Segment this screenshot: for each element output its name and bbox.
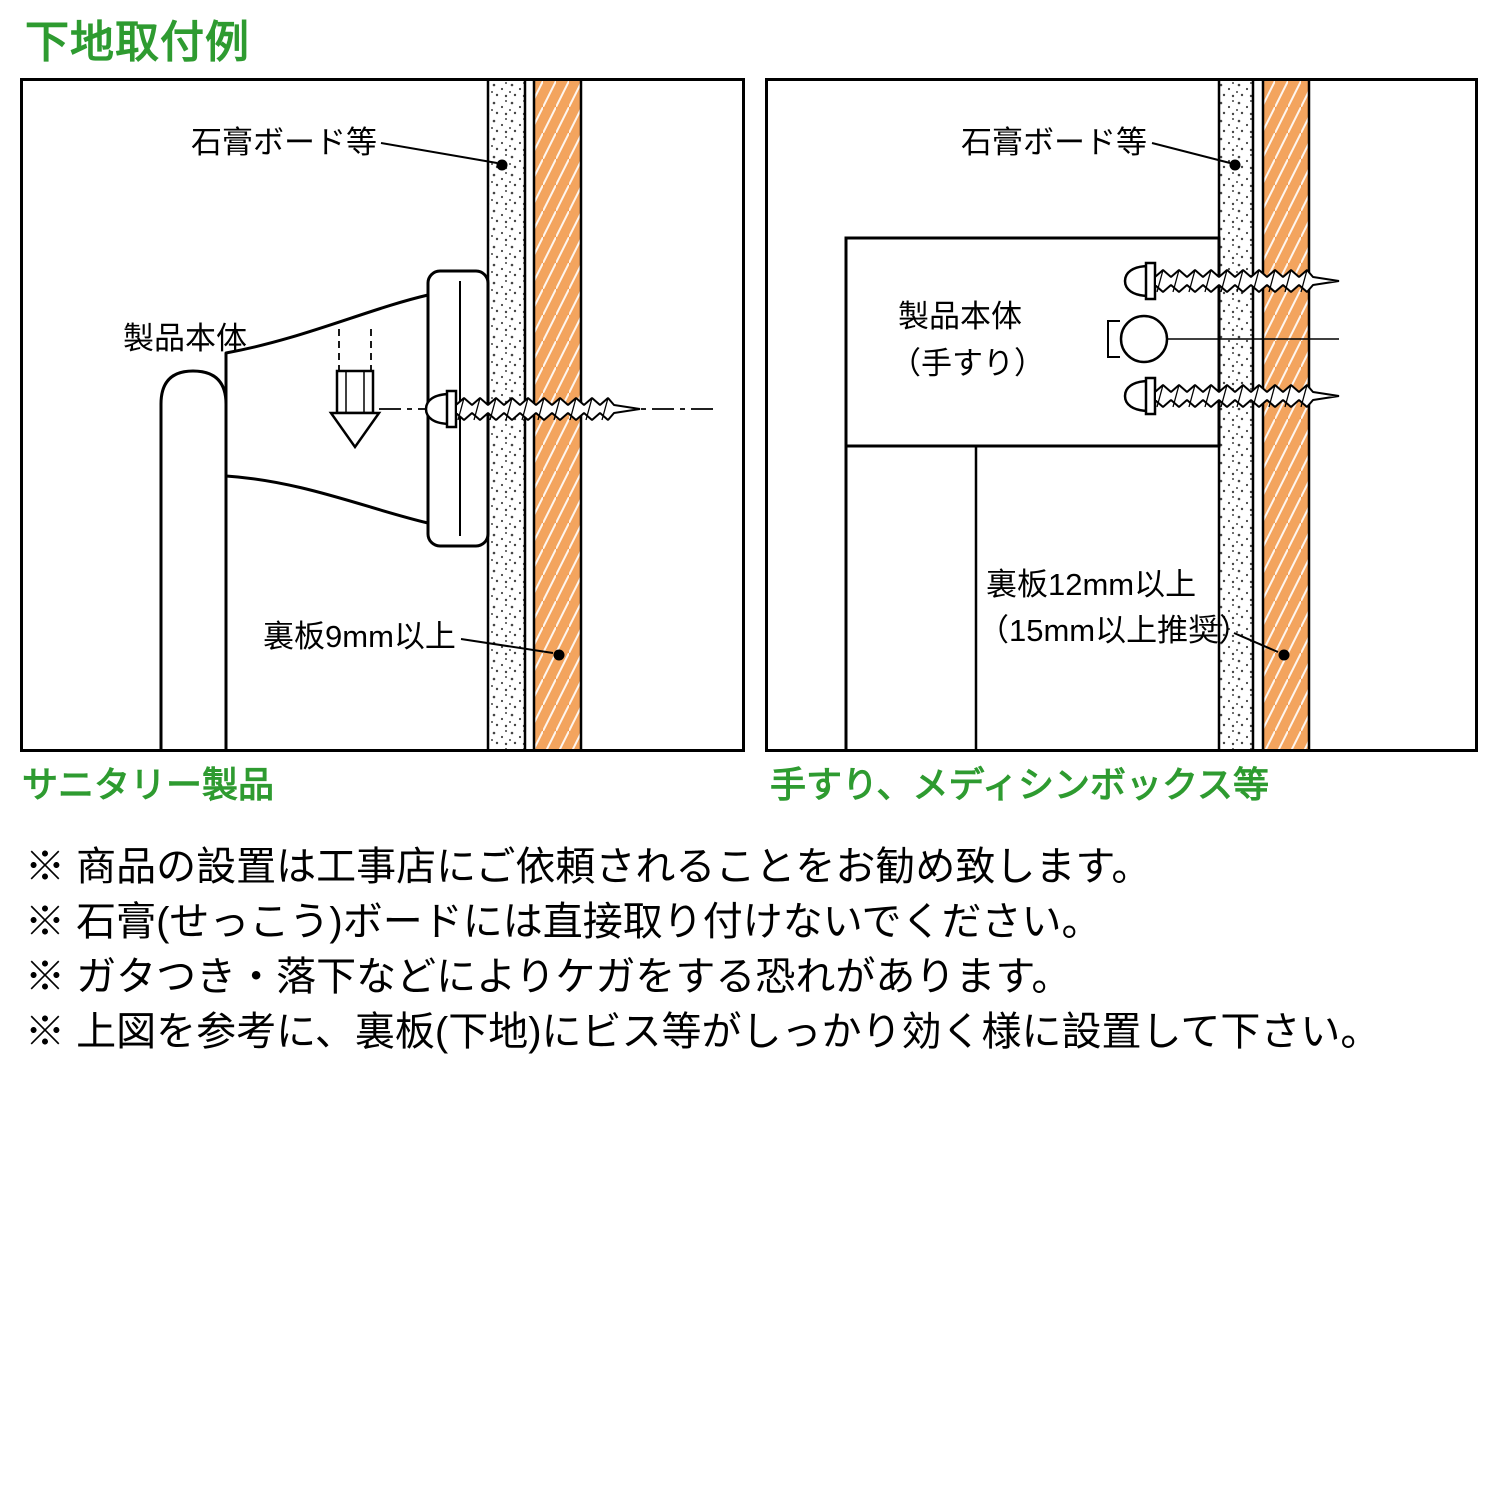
right-diagram-panel: 石膏ボード等 製品本体 （手すり） 裏板12mm以上 （15mm以上推奨） xyxy=(765,78,1478,752)
page-title: 下地取付例 xyxy=(25,18,250,67)
gypsum-board-layer xyxy=(1217,81,1255,749)
backboard-layer xyxy=(1261,81,1311,749)
label-gypsum-board: 石膏ボード等 xyxy=(191,125,508,171)
svg-text:石膏ボード等: 石膏ボード等 xyxy=(191,125,377,160)
label-back-board: 裏板12mm以上 （15mm以上推奨） xyxy=(978,567,1290,661)
leader-dot xyxy=(553,649,565,661)
svg-text:製品本体: 製品本体 xyxy=(898,299,1022,334)
svg-text:石膏ボード等: 石膏ボード等 xyxy=(961,125,1147,160)
left-diagram-panel: 石膏ボード等 製品本体 裏板9mm以上 xyxy=(20,78,745,752)
leader-dot xyxy=(1229,159,1241,171)
left-diagram-caption: サニタリー製品 xyxy=(22,764,275,805)
label-product-body: 製品本体 xyxy=(123,321,247,356)
handrail-diagram: 石膏ボード等 製品本体 （手すり） 裏板12mm以上 （15mm以上推奨） xyxy=(844,81,1341,749)
leader-dot xyxy=(1278,649,1290,661)
svg-text:裏板12mm以上: 裏板12mm以上 xyxy=(986,567,1196,602)
installation-notes: ※ 商品の設置は工事店にご依頼されることをお勧め致します。 ※ 石膏(せっこう)… xyxy=(25,840,1485,1060)
set-screw-detail xyxy=(328,329,382,450)
leader-dot xyxy=(496,159,508,171)
right-diagram-caption: 手すり、メディシンボックス等 xyxy=(770,764,1269,805)
note-line-3: ※ ガタつき・落下などによりケガをする恐れがあります。 xyxy=(25,955,1072,999)
label-back-board: 裏板9mm以上 xyxy=(263,619,565,661)
label-gypsum-board: 石膏ボード等 xyxy=(961,125,1241,171)
svg-text:（手すり）: （手すり） xyxy=(890,346,1045,381)
svg-text:裏板9mm以上: 裏板9mm以上 xyxy=(263,619,456,654)
sanitary-product-diagram: 石膏ボード等 製品本体 裏板9mm以上 xyxy=(123,81,715,749)
rail-clip xyxy=(1107,320,1120,358)
note-line-1: ※ 商品の設置は工事店にご依頼されることをお勧め致します。 xyxy=(25,845,1152,889)
note-line-4: ※ 上図を参考に、裏板(下地)にビス等がしっかり効く様に設置して下さい。 xyxy=(25,1010,1381,1054)
rail-pipe-section xyxy=(1119,314,1169,364)
grab-bar xyxy=(159,369,228,749)
label-product-body: 製品本体 （手すり） xyxy=(890,299,1045,381)
svg-text:（15mm以上推奨）: （15mm以上推奨） xyxy=(978,613,1250,648)
note-line-2: ※ 石膏(せっこう)ボードには直接取り付けないでください。 xyxy=(25,900,1102,944)
